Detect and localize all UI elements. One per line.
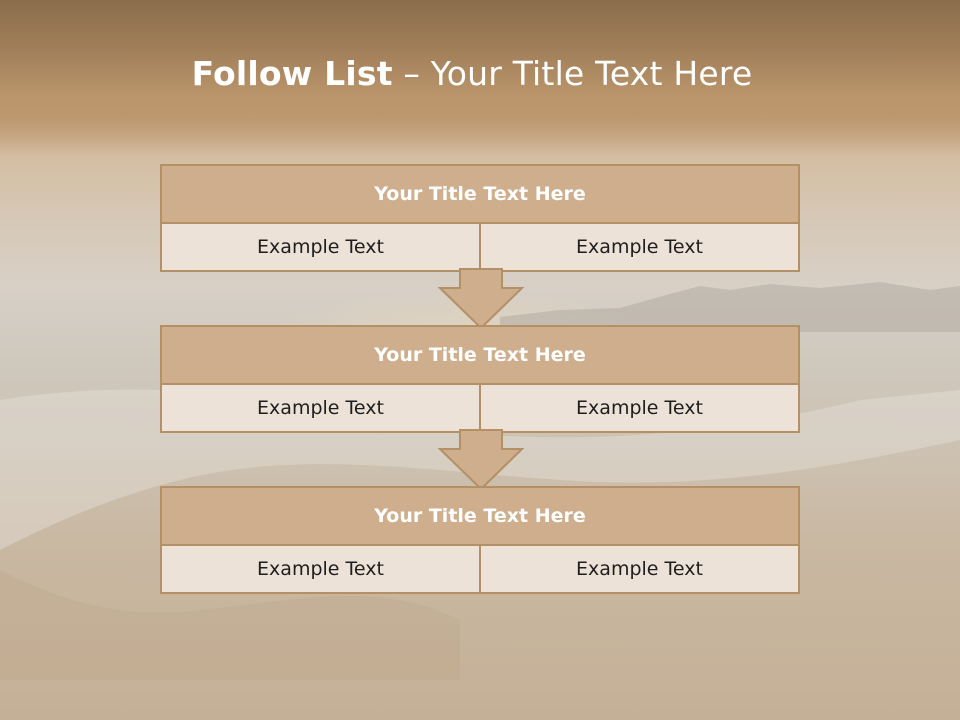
slide-title: Follow List – Your Title Text Here bbox=[0, 54, 944, 93]
slide-title-rest: Your Title Text Here bbox=[430, 54, 753, 93]
headland-silhouette bbox=[500, 282, 960, 332]
step-1-left-text: Example Text bbox=[162, 224, 479, 270]
step-2-right-text: Example Text bbox=[479, 385, 798, 431]
step-row-2: Example Text Example Text bbox=[162, 385, 798, 431]
slide-title-dash: – bbox=[403, 54, 421, 93]
step-box-2: Your Title Text Here Example Text Exampl… bbox=[160, 325, 800, 433]
step-box-1: Your Title Text Here Example Text Exampl… bbox=[160, 164, 800, 272]
step-box-3: Your Title Text Here Example Text Exampl… bbox=[160, 486, 800, 594]
step-title-3: Your Title Text Here bbox=[162, 488, 798, 546]
down-arrow-icon bbox=[438, 429, 524, 491]
step-2-left-text: Example Text bbox=[162, 385, 479, 431]
slide-title-bold: Follow List bbox=[191, 54, 393, 93]
step-1-right-text: Example Text bbox=[479, 224, 798, 270]
step-title-1: Your Title Text Here bbox=[162, 166, 798, 224]
step-3-right-text: Example Text bbox=[479, 546, 798, 592]
step-row-1: Example Text Example Text bbox=[162, 224, 798, 270]
header-band bbox=[0, 0, 960, 150]
step-row-3: Example Text Example Text bbox=[162, 546, 798, 592]
step-3-left-text: Example Text bbox=[162, 546, 479, 592]
down-arrow-icon bbox=[438, 268, 524, 330]
step-title-2: Your Title Text Here bbox=[162, 327, 798, 385]
